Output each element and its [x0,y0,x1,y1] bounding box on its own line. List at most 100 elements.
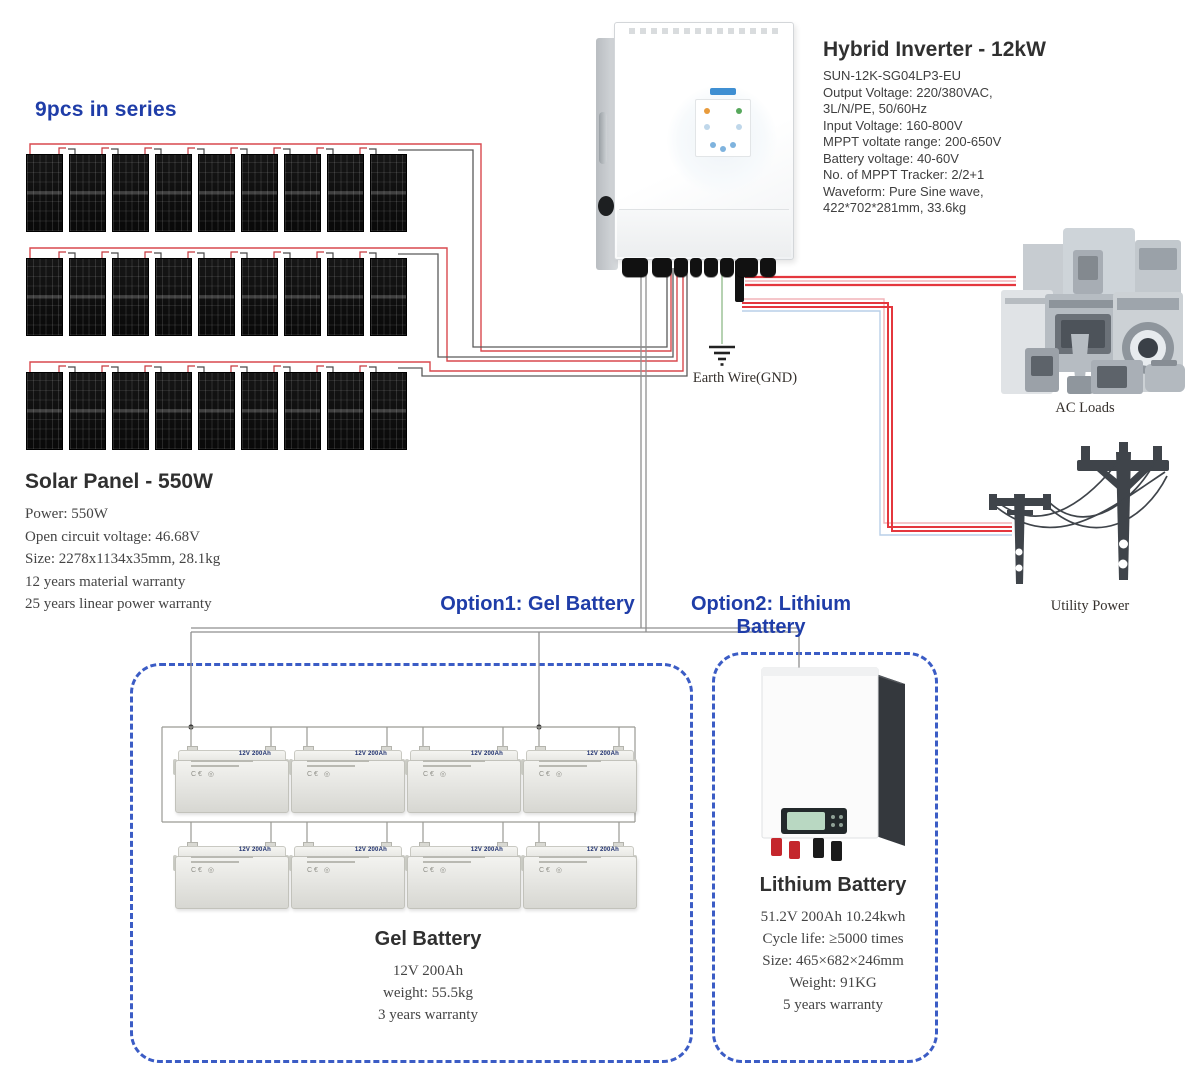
gel-battery-unit: 12V 200Ah C€ ◎ [173,745,289,813]
solar-panel [26,258,63,336]
gel-battery-unit: 12V 200Ah C€ ◎ [405,745,521,813]
battery-rating-text: 12V 200Ah [354,847,387,853]
battery-body [407,856,521,909]
ce-mark: C€ ◎ [539,771,565,778]
label-line [423,861,471,863]
battery-rating-text: 12V 200Ah [586,847,619,853]
solar-panel-title: Solar Panel - 550W [25,470,213,493]
spec-line: 12V 200Ah [392,963,464,979]
battery-body [175,760,289,813]
spec-line: Cycle life: ≥5000 times [762,931,904,947]
spec-line: Input Voltage: 160-800V [823,117,963,133]
battery-rating-text: 12V 200Ah [470,847,503,853]
solar-panel [327,258,364,336]
gel-battery-unit: 12V 200Ah C€ ◎ [289,841,405,909]
earth-wire-label: Earth Wire(GND) [692,370,798,386]
battery-label: 12V 200Ah C€ ◎ [307,847,387,885]
battery-body [291,760,405,813]
battery-rating-text: 12V 200Ah [238,847,271,853]
inverter-connector [704,258,718,277]
label-line [307,765,355,767]
spec-line: Waveform: Pure Sine wave, [823,183,984,199]
hybrid-inverter-device [596,22,796,278]
inverter-body [614,22,794,260]
solar-panel [69,372,106,450]
ce-mark: C€ ◎ [423,867,449,874]
solar-panel [112,154,149,232]
solar-panel [198,372,235,450]
solar-panel [69,258,106,336]
solar-panel [26,372,63,450]
utility-power-label: Utility Power [1050,598,1130,614]
label-line [307,760,369,762]
label-line [307,861,355,863]
label-line [423,765,471,767]
gel-battery-bank: 12V 200Ah C€ ◎ 12V 200Ah C€ ◎ 12V 200Ah C€ ◎ 1… [173,745,637,909]
ac-loads-label: AC Loads [1055,400,1115,416]
inverter-control-panel [695,88,751,157]
spec-line: 12 years material warranty [25,573,186,590]
gel-battery-title: Gel Battery [374,928,482,950]
solar-array [0,0,460,470]
spec-line: weight: 55.5kg [383,985,473,1001]
ce-mark: C€ ◎ [191,771,217,778]
ce-mark: C€ ◎ [423,771,449,778]
label-line [539,856,601,858]
spec-line: SUN-12K-SG04LP3-EU [823,68,961,83]
battery-rating-text: 12V 200Ah [238,751,271,757]
panel-button [730,142,736,148]
label-line [191,861,239,863]
battery-label: 12V 200Ah C€ ◎ [423,847,503,885]
appliances-graphic [1001,228,1185,394]
gel-battery-unit: 12V 200Ah C€ ◎ [405,841,521,909]
solar-panel [327,372,364,450]
label-line [539,760,601,762]
spec-line: 3 years warranty [378,1007,478,1023]
spec-line: Size: 2278x1134x35mm, 28.1kg [25,551,221,567]
inverter-vents [629,28,779,34]
utility-poles-graphic [989,442,1169,584]
utility-power-image [985,432,1190,597]
inverter-connector [690,258,702,277]
solar-panel [112,372,149,450]
battery-body [523,760,637,813]
spec-line: Open circuit voltage: 46.68V [25,528,200,545]
ce-mark: C€ ◎ [191,867,217,874]
battery-label: 12V 200Ah C€ ◎ [423,751,503,789]
label-line [191,760,253,762]
status-led [736,124,742,130]
lithium-battery-title: Lithium Battery [759,874,907,896]
battery-label: 12V 200Ah C€ ◎ [191,847,271,885]
gel-battery-unit: 12V 200Ah C€ ◎ [173,841,289,909]
spec-line: 5 years warranty [783,997,883,1013]
label-line [191,856,253,858]
spec-line: 422*702*281mm, 33.6kg [823,200,967,215]
label-line [539,861,587,863]
spec-line: MPPT voltate range: 200-650V [823,134,1002,149]
panel-button [710,142,716,148]
lithium-battery-box [712,652,938,1063]
battery-rating-text: 12V 200Ah [470,751,503,757]
battery-body [291,856,405,909]
inverter-title: Hybrid Inverter - 12kW [823,38,1046,61]
ac-loads-image [985,222,1197,402]
ce-mark: C€ ◎ [307,771,333,778]
inverter-connector [736,258,758,277]
status-led [736,108,742,114]
ce-mark: C€ ◎ [307,867,333,874]
option1-label: Option1: Gel Battery [440,593,635,615]
solar-panel [69,154,106,232]
spec-line: Output Voltage: 220/380VAC, [823,84,993,100]
solar-panel [370,372,407,450]
panel-button [720,146,726,152]
spec-line: Size: 465×682×246mm [762,953,904,969]
solar-panel [155,154,192,232]
solar-panel [241,372,278,450]
solar-panel [284,258,321,336]
inverter-seam [619,209,789,210]
